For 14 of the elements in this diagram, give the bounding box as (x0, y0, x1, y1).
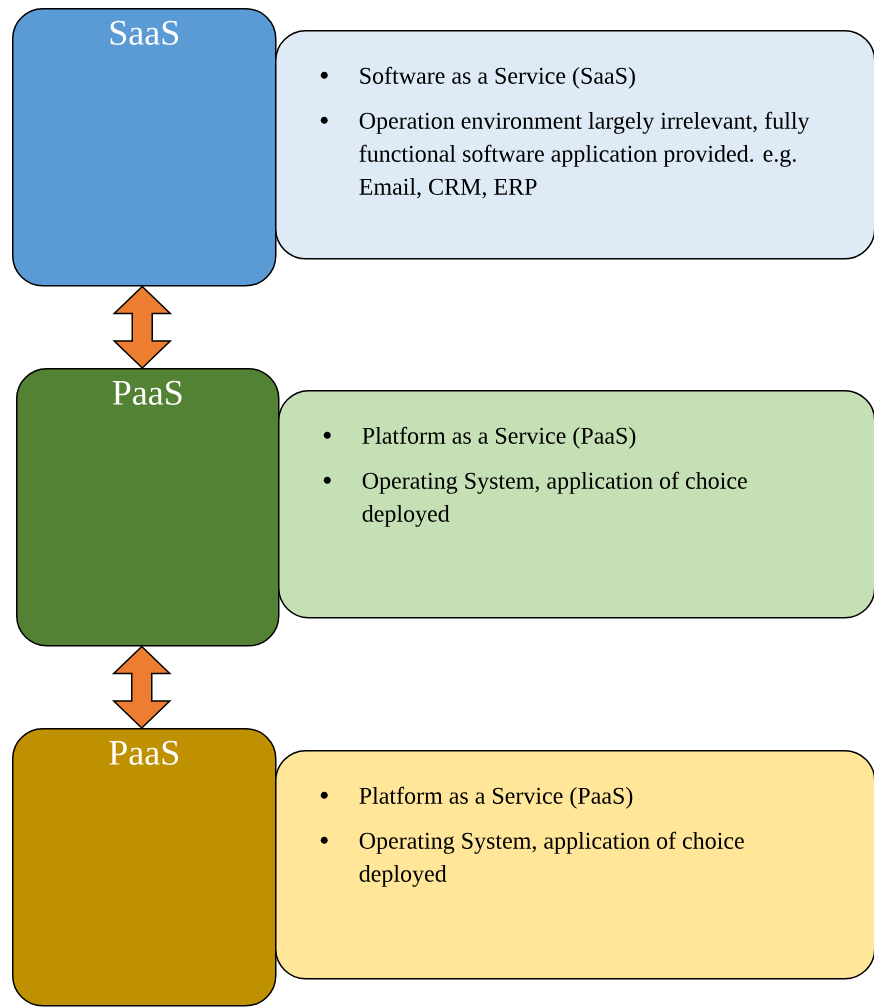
description-box (275, 750, 874, 980)
bullet-item: Platform as a Service (PaaS) (320, 786, 633, 809)
layer-box: SaaS (12, 8, 277, 287)
bullet-item: Platform as a Service (PaaS) (323, 426, 636, 449)
layer-box: PaaS (12, 728, 277, 1007)
bullet-item: Operation environment largely irrelevant, fully functional software application provided. e.g. Email, CRM, ERP (320, 111, 810, 199)
bullet-item: Software as a Service (SaaS) (320, 66, 635, 89)
bullet-item: Operating System, application of choice deployed (320, 831, 744, 887)
bullet-item: Operating System, application of choice deployed (323, 471, 747, 527)
layer-box: PaaS (16, 368, 280, 647)
double-arrow (112, 285, 173, 370)
description-box (275, 30, 874, 260)
double-arrow (111, 645, 172, 730)
description-box (278, 390, 874, 619)
